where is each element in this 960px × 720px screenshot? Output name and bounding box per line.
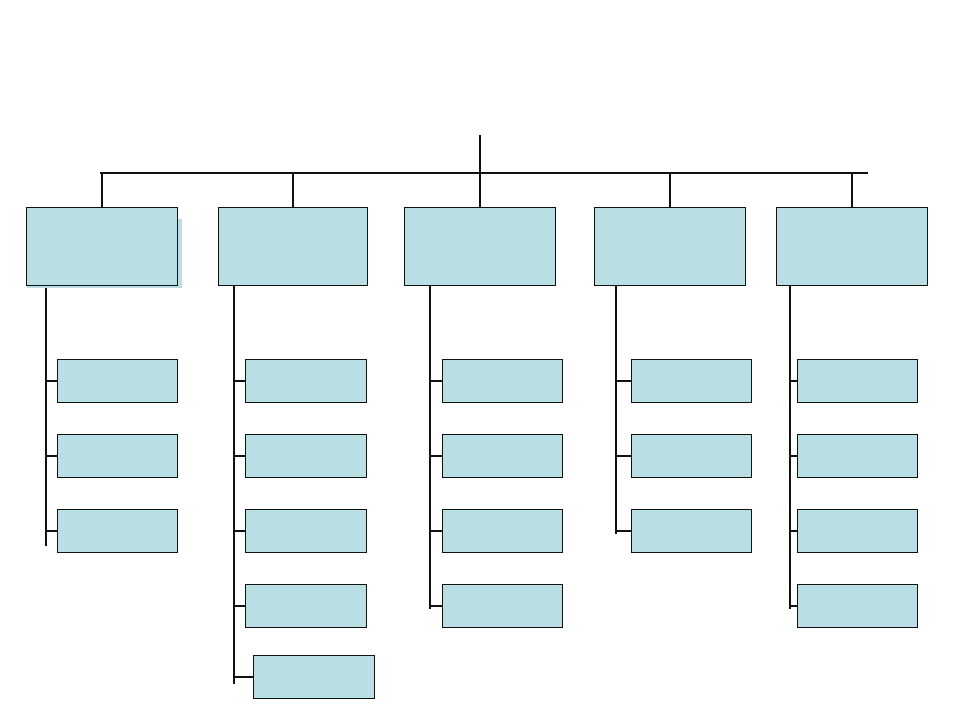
connector-leaf-stub-1-3: [46, 530, 57, 532]
branch-4-leaf-2[interactable]: [631, 434, 752, 478]
connector-branch-drop-4: [669, 172, 671, 207]
connector-leaf-stub-5-4: [790, 605, 797, 607]
connector-leaf-stub-4-1: [616, 380, 631, 382]
branch-2-leaf-4[interactable]: [245, 584, 367, 628]
branch-5-leaf-4[interactable]: [797, 584, 918, 628]
branch-3-leaf-4[interactable]: [442, 584, 563, 628]
branch-3[interactable]: [404, 207, 556, 286]
connector-branch-drop-1: [101, 172, 103, 207]
connector-leaf-stub-3-3: [430, 530, 442, 532]
branch-1-fill-overhang: [177, 219, 182, 286]
branch-3-leaf-2[interactable]: [442, 434, 563, 478]
branch-4[interactable]: [594, 207, 746, 286]
connector-trunk-1: [45, 286, 47, 546]
connector-leaf-stub-3-2: [430, 455, 442, 457]
connector-trunk-4: [615, 286, 617, 534]
branch-1-leaf-3[interactable]: [57, 509, 178, 553]
connector-leaf-stub-5-1: [790, 380, 797, 382]
connector-leaf-stub-3-4: [430, 605, 442, 607]
connector-bus: [100, 172, 868, 174]
branch-5[interactable]: [776, 207, 928, 286]
connector-branch-drop-3: [479, 172, 481, 207]
connector-leaf-stub-1-2: [46, 455, 57, 457]
branch-1-leaf-2[interactable]: [57, 434, 178, 478]
branch-5-leaf-1[interactable]: [797, 359, 918, 403]
connector-leaf-stub-4-3: [616, 530, 631, 532]
branch-3-leaf-1[interactable]: [442, 359, 563, 403]
connector-leaf-stub-2-5: [234, 676, 253, 678]
branch-2[interactable]: [218, 207, 368, 286]
connector-leaf-stub-2-4: [234, 605, 245, 607]
branch-1[interactable]: [26, 207, 178, 286]
branch-4-leaf-1[interactable]: [631, 359, 752, 403]
branch-5-leaf-3[interactable]: [797, 509, 918, 553]
connector-branch-drop-5: [851, 172, 853, 207]
branch-2-leaf-1[interactable]: [245, 359, 367, 403]
connector-leaf-stub-5-3: [790, 530, 797, 532]
connector-leaf-stub-2-3: [234, 530, 245, 532]
branch-1-leaf-1[interactable]: [57, 359, 178, 403]
connector-leaf-stub-2-2: [234, 455, 245, 457]
connector-leaf-stub-4-2: [616, 455, 631, 457]
connector-leaf-stub-1-1: [46, 380, 57, 382]
connector-leaf-stub-3-1: [430, 380, 442, 382]
branch-3-leaf-3[interactable]: [442, 509, 563, 553]
branch-1-fill-overhang-bottom: [27, 285, 182, 288]
connector-trunk-5: [789, 286, 791, 609]
connector-trunk-3: [429, 286, 431, 609]
connector-trunk-2: [233, 286, 235, 684]
branch-4-leaf-3[interactable]: [631, 509, 752, 553]
connector-leaf-stub-5-2: [790, 455, 797, 457]
branch-2-leaf-5[interactable]: [253, 655, 375, 699]
connector-root-stem: [479, 135, 481, 172]
connector-branch-drop-2: [292, 172, 294, 207]
branch-5-leaf-2[interactable]: [797, 434, 918, 478]
branch-2-leaf-3[interactable]: [245, 509, 367, 553]
branch-2-leaf-2[interactable]: [245, 434, 367, 478]
connector-leaf-stub-2-1: [234, 380, 245, 382]
